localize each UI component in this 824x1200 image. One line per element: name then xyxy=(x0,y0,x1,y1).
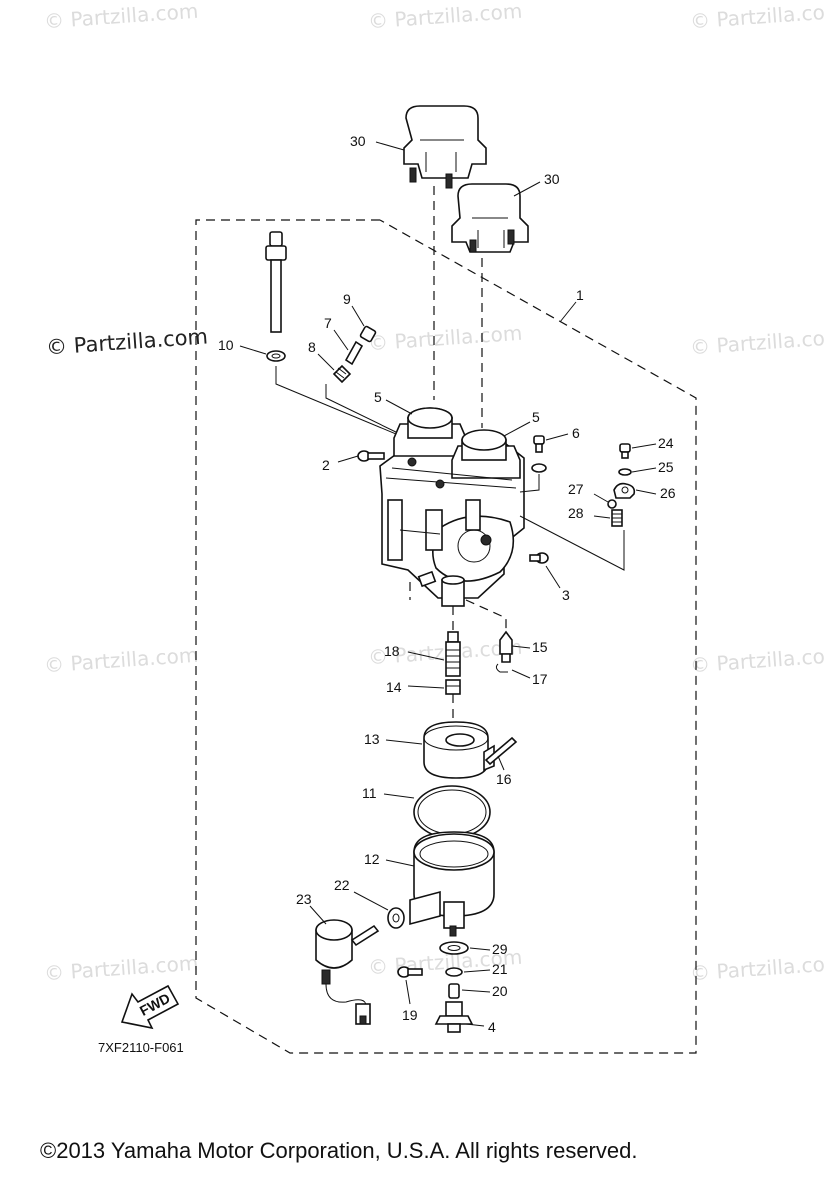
callout-1: 1 xyxy=(576,287,584,303)
carburetor-body xyxy=(379,407,525,607)
callout-4: 4 xyxy=(488,1019,496,1035)
callout-28: 28 xyxy=(568,505,584,521)
callout-22: 22 xyxy=(334,877,350,893)
callout-18: 18 xyxy=(384,643,400,659)
drawing-code: 7XF2110-F061 xyxy=(98,1040,184,1055)
callout-27: 27 xyxy=(568,481,584,497)
part-22-washer xyxy=(387,907,405,929)
callout-12: 12 xyxy=(364,851,380,867)
callout-25: 25 xyxy=(658,459,674,475)
part-29-gasket xyxy=(439,941,469,955)
callout-7: 7 xyxy=(324,315,332,331)
part-14-main-jet xyxy=(445,679,461,695)
part-24-screw xyxy=(619,443,631,459)
part-25-washer xyxy=(618,468,632,476)
part-8-spring xyxy=(332,364,352,384)
part-10-throttle-screw xyxy=(265,231,287,362)
callout-23: 23 xyxy=(296,891,312,907)
part-11-gasket xyxy=(413,785,491,839)
part-23-solenoid xyxy=(315,919,380,1025)
part-30-cover-lower xyxy=(451,183,529,253)
callout-8: 8 xyxy=(308,339,316,355)
callouts: 30 30 1 9 7 10 8 5 5 6 24 2 25 27 26 28 … xyxy=(218,133,676,1035)
callout-3: 3 xyxy=(562,587,570,603)
callout-30: 30 xyxy=(544,171,560,187)
part-26-bracket xyxy=(613,482,636,499)
part-6-screw xyxy=(531,435,547,473)
callout-15: 15 xyxy=(532,639,548,655)
callout-17: 17 xyxy=(532,671,548,687)
callout-30: 30 xyxy=(350,133,366,149)
copyright-notice: ©2013 Yamaha Motor Corporation, U.S.A. A… xyxy=(40,1138,638,1163)
leader-line xyxy=(325,384,401,435)
part-20-jet xyxy=(448,983,460,999)
callout-19: 19 xyxy=(402,1007,418,1023)
callout-11: 11 xyxy=(362,785,377,801)
part-19-screw xyxy=(397,966,423,978)
leader-line xyxy=(519,474,540,493)
leader-line xyxy=(275,366,421,445)
callout-5: 5 xyxy=(374,389,382,405)
part-7-jet xyxy=(344,340,364,366)
callout-9: 9 xyxy=(343,291,351,307)
leader-line xyxy=(519,515,625,571)
callout-10: 10 xyxy=(218,337,234,353)
part-27-o-ring xyxy=(607,499,617,509)
callout-20: 20 xyxy=(492,983,508,999)
part-13-float xyxy=(423,721,495,779)
callout-26: 26 xyxy=(660,485,676,501)
part-12-float-bowl xyxy=(409,831,495,937)
callout-5: 5 xyxy=(532,409,540,425)
part-4-drain-plug xyxy=(434,1001,474,1033)
callout-6: 6 xyxy=(572,425,580,441)
callout-16: 16 xyxy=(496,771,512,787)
part-2-screw xyxy=(357,450,385,462)
assembly-boundary xyxy=(195,219,697,1054)
callout-14: 14 xyxy=(386,679,402,695)
part-15-needle-valve xyxy=(499,630,513,655)
callout-29: 29 xyxy=(492,941,508,957)
part-17-clip xyxy=(495,663,508,673)
alignment-line xyxy=(465,599,507,636)
part-16-float-pin xyxy=(484,736,518,766)
fwd-arrow: FWD xyxy=(120,984,180,1030)
part-3-screw xyxy=(529,552,549,564)
callout-13: 13 xyxy=(364,731,380,747)
callout-21: 21 xyxy=(492,961,508,977)
part-30-cover-upper xyxy=(403,105,487,189)
callout-2: 2 xyxy=(322,457,330,473)
callout-24: 24 xyxy=(658,435,674,451)
part-21-o-ring xyxy=(445,967,463,977)
part-18-nozzle xyxy=(445,631,461,677)
part-9-cap xyxy=(359,325,377,343)
